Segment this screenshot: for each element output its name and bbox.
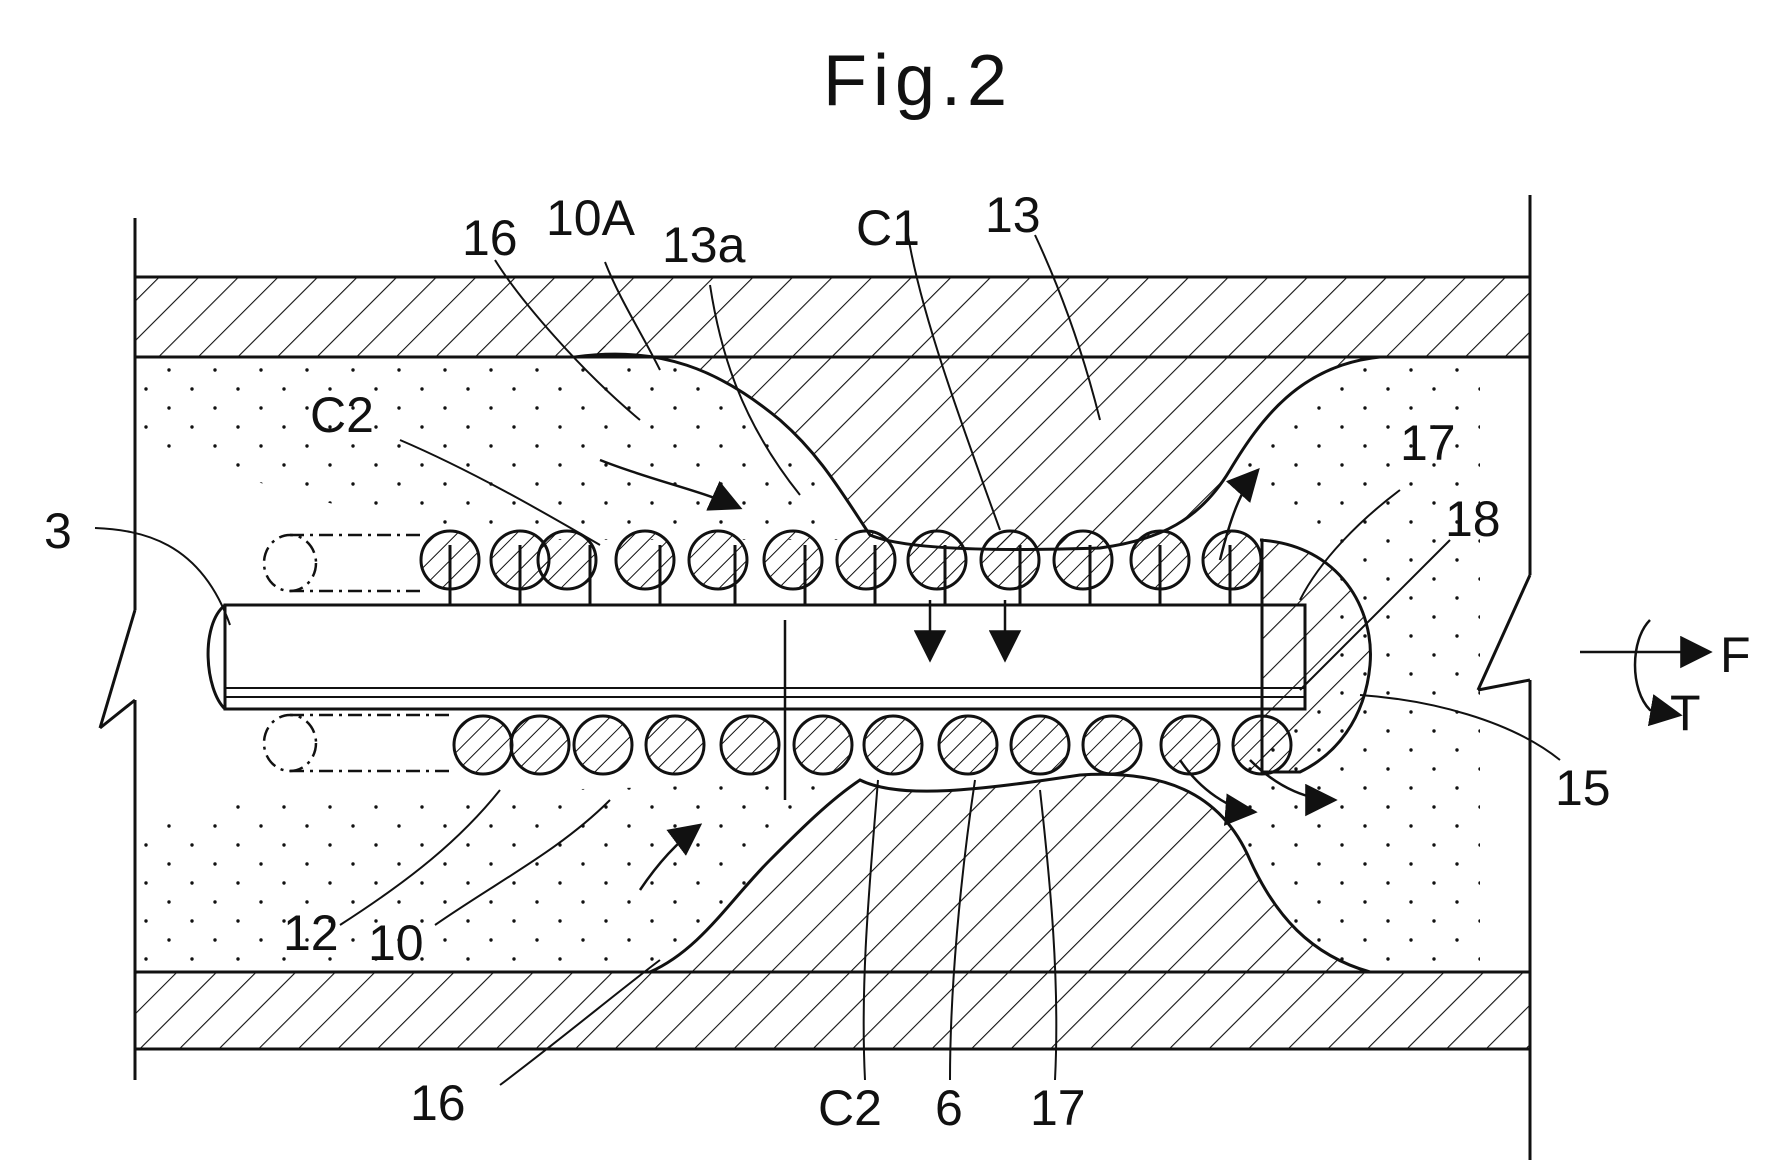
label-10: 10: [368, 915, 424, 971]
label-13: 13: [985, 187, 1041, 243]
label-10A: 10A: [546, 190, 636, 246]
label-3: 3: [44, 503, 72, 559]
label-C1: C1: [856, 200, 920, 256]
label-16-top: 16: [462, 210, 518, 266]
label-18: 18: [1445, 491, 1501, 547]
label-C2-top: C2: [310, 387, 374, 443]
figure-title: Fig.2: [823, 41, 1013, 121]
pipe-wall-top: [135, 277, 1530, 357]
label-13a: 13a: [662, 217, 746, 273]
label-12: 12: [283, 905, 339, 961]
pipe-wall-bottom: [135, 972, 1530, 1049]
label-F: F: [1720, 627, 1751, 683]
label-T: T: [1670, 685, 1701, 741]
label-17-right: 17: [1400, 415, 1456, 471]
label-6: 6: [935, 1080, 963, 1136]
coil-spring-6-bottom: [454, 716, 1291, 774]
label-16-bottom: 16: [410, 1075, 466, 1131]
label-17-bottom: 17: [1030, 1080, 1086, 1136]
label-C2-bottom: C2: [818, 1080, 882, 1136]
label-15: 15: [1555, 760, 1611, 816]
